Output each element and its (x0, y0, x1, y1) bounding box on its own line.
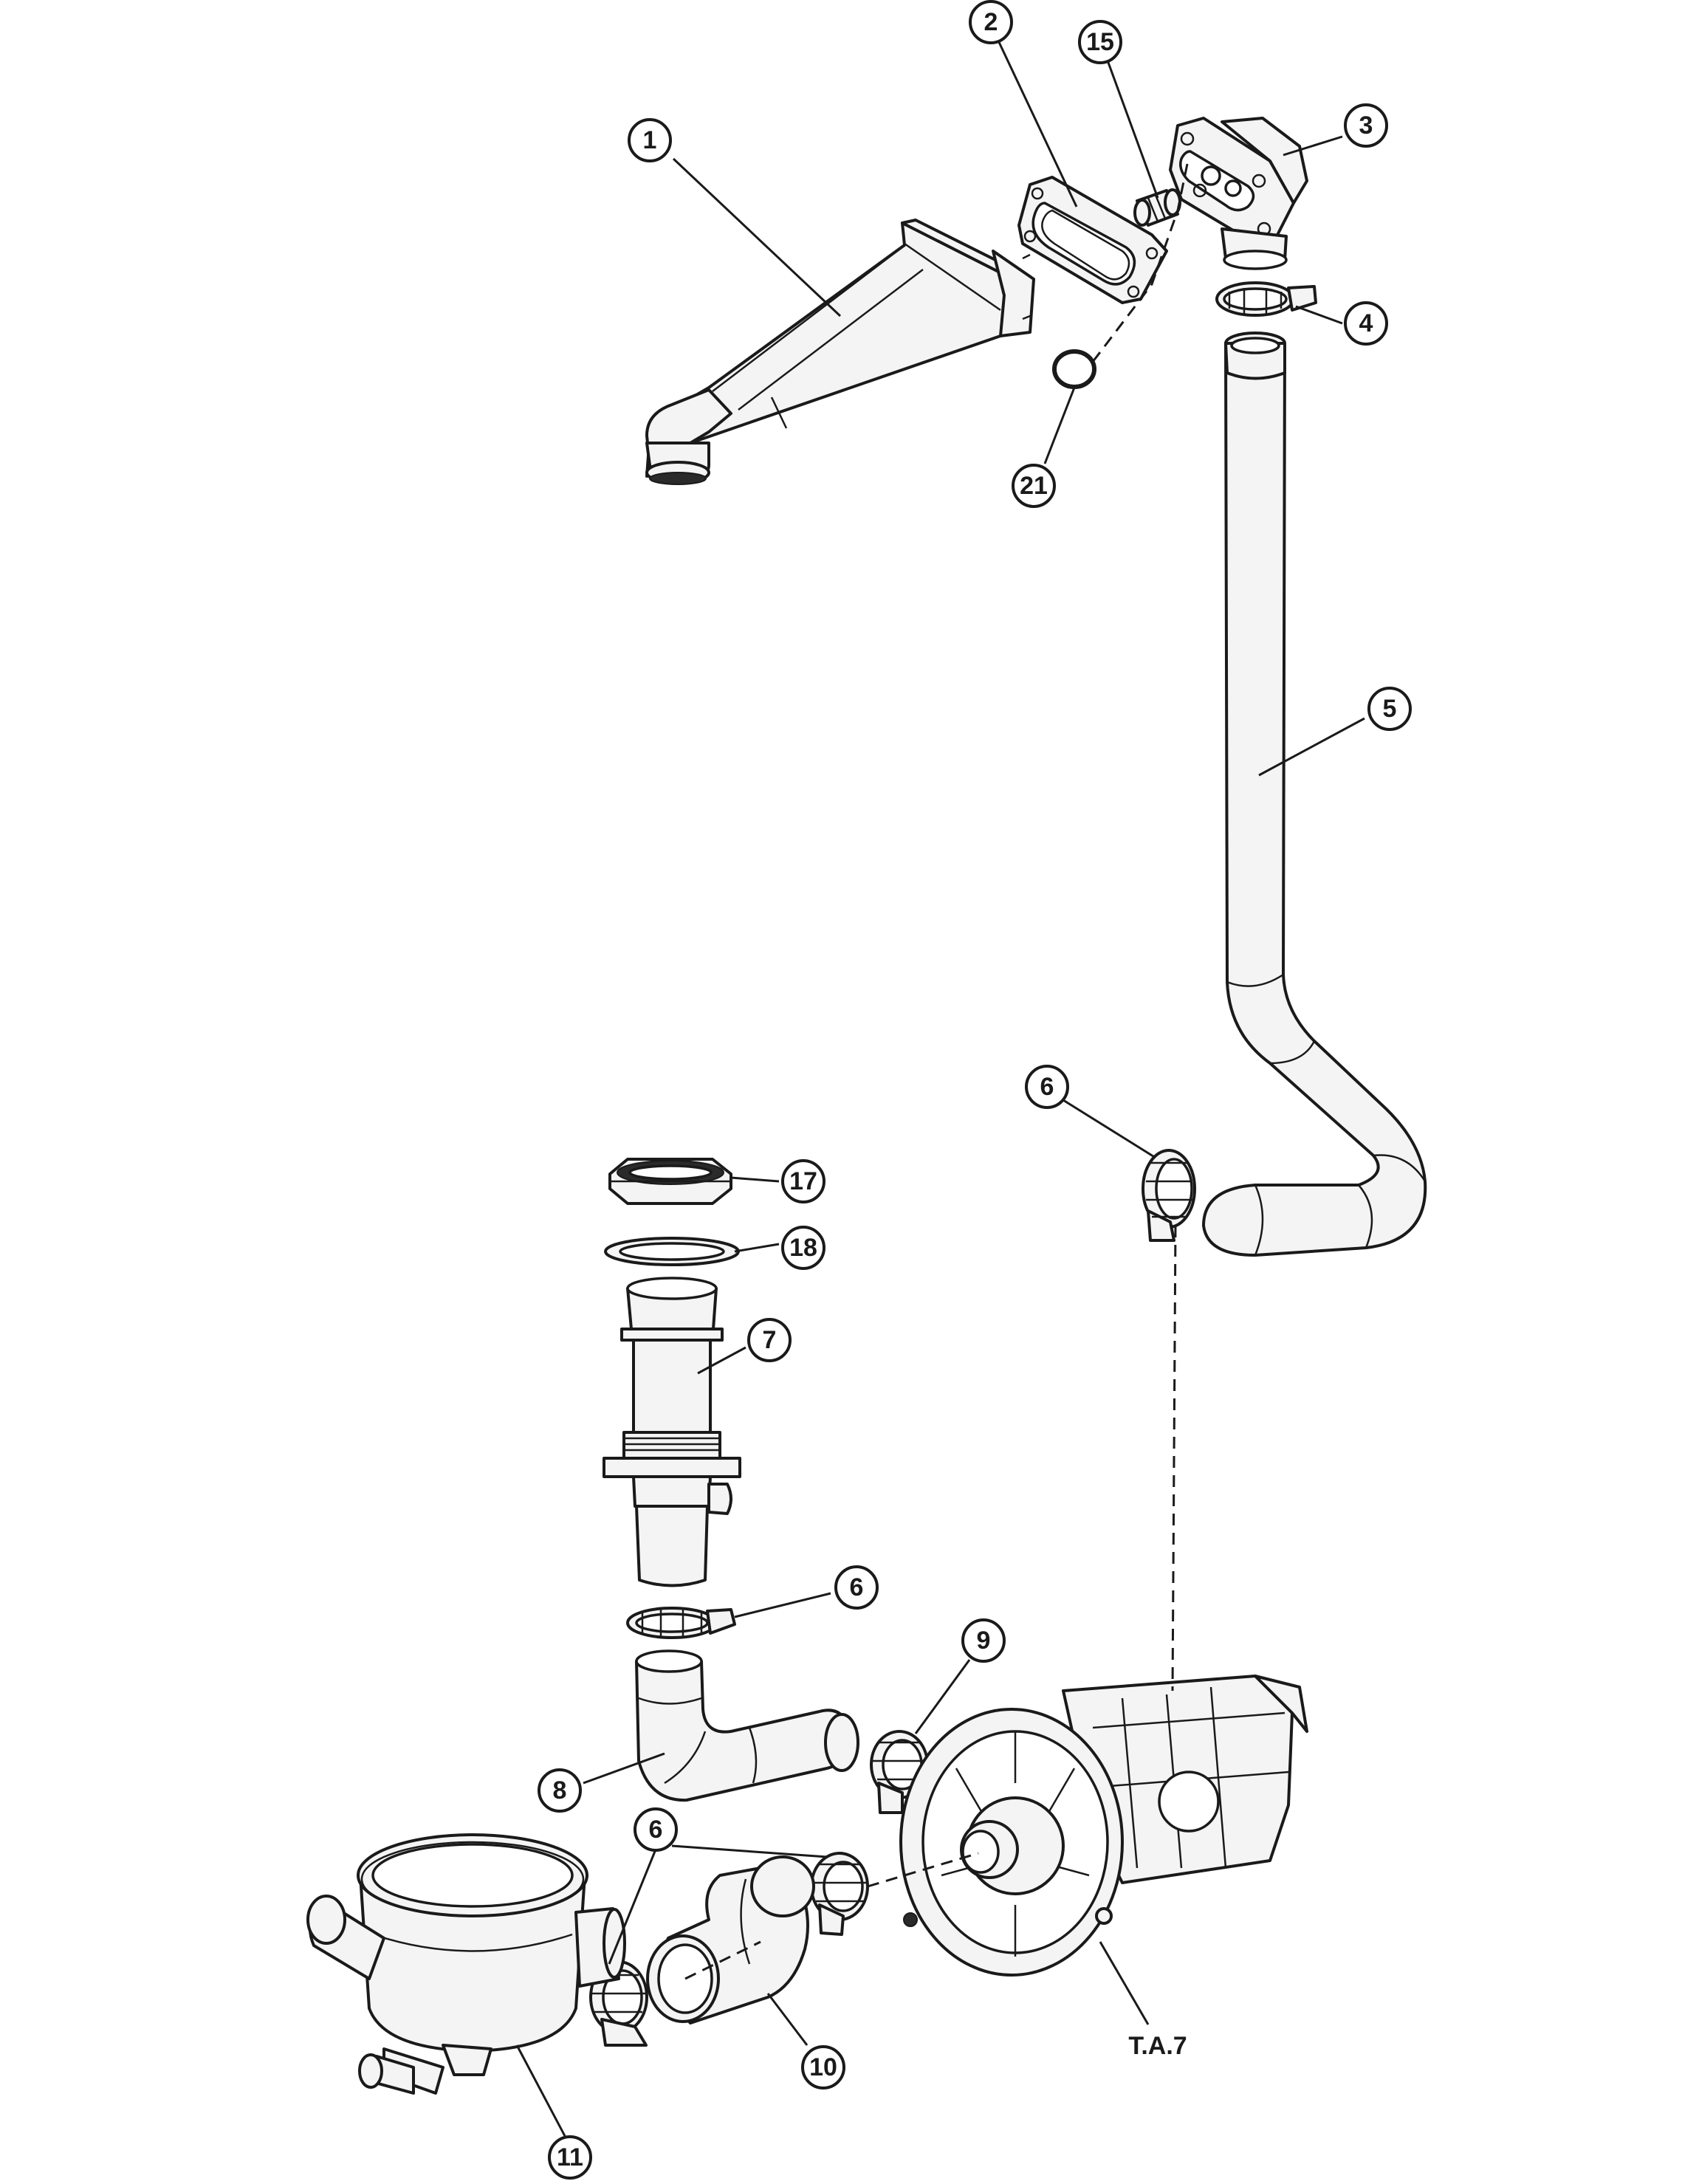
part-1-inlet-nozzle (645, 219, 1035, 485)
callout-10: 10 (801, 2045, 845, 2089)
callout-2: 2 (969, 0, 1013, 44)
svg-text:1: 1 (643, 126, 657, 154)
callout-17: 17 (781, 1159, 825, 1203)
callout-6-upper: 6 (1025, 1065, 1069, 1109)
part-3-outlet-housing (1169, 117, 1308, 270)
part-21-o-ring (1052, 349, 1096, 389)
part-10-connecting-hose (646, 1855, 815, 2025)
callout-3: 3 (1344, 103, 1388, 148)
part-7-threaded-fitting (603, 1277, 741, 1587)
part-4-clamp (1215, 281, 1317, 317)
assembly-dashed-lines (684, 163, 1189, 1980)
pump-assembly-ta7 (899, 1675, 1308, 1977)
svg-text:6: 6 (1040, 1073, 1054, 1101)
callout-5: 5 (1367, 687, 1412, 731)
callout-8: 8 (538, 1768, 582, 1813)
svg-text:3: 3 (1359, 111, 1373, 140)
callout-4: 4 (1344, 301, 1388, 346)
callout-15: 15 (1078, 20, 1122, 64)
svg-text:2: 2 (984, 8, 998, 36)
part-2-gasket (1017, 176, 1168, 304)
callout-21: 21 (1012, 464, 1056, 508)
part-5-drain-hose (1202, 332, 1427, 1257)
svg-text:10: 10 (809, 2053, 837, 2081)
svg-text:6: 6 (850, 1573, 864, 1601)
callout-1: 1 (628, 118, 672, 162)
svg-text:21: 21 (1020, 472, 1048, 500)
svg-text:11: 11 (557, 2143, 583, 2171)
svg-text:9: 9 (977, 1627, 991, 1655)
assembly-label-ta7: T.A.7 (1128, 2032, 1187, 2060)
callout-11: 11 (548, 2135, 592, 2180)
part-17-nut (608, 1158, 732, 1205)
part-6-clamp-middle (626, 1607, 736, 1639)
part-8-elbow-hose (635, 1649, 859, 1802)
callout-7: 7 (747, 1318, 792, 1362)
callout-18: 18 (781, 1226, 825, 1270)
svg-text:7: 7 (763, 1326, 777, 1354)
part-11-sump-housing (306, 1833, 626, 2095)
svg-text:15: 15 (1086, 28, 1114, 56)
svg-text:8: 8 (553, 1776, 567, 1804)
callout-6-middle: 6 (834, 1565, 879, 1610)
svg-text:18: 18 (789, 1234, 817, 1262)
callout-leader-lines (515, 40, 1365, 2137)
svg-text:17: 17 (789, 1167, 817, 1195)
svg-text:6: 6 (649, 1816, 663, 1844)
part-6-clamp-lower-right (810, 1852, 869, 1936)
part-18-washer (604, 1237, 740, 1266)
callout-9: 9 (961, 1618, 1006, 1663)
part-6-clamp-upper (1142, 1149, 1196, 1242)
callout-6-lower: 6 (634, 1807, 678, 1852)
svg-text:4: 4 (1359, 309, 1373, 337)
svg-text:5: 5 (1383, 695, 1397, 723)
